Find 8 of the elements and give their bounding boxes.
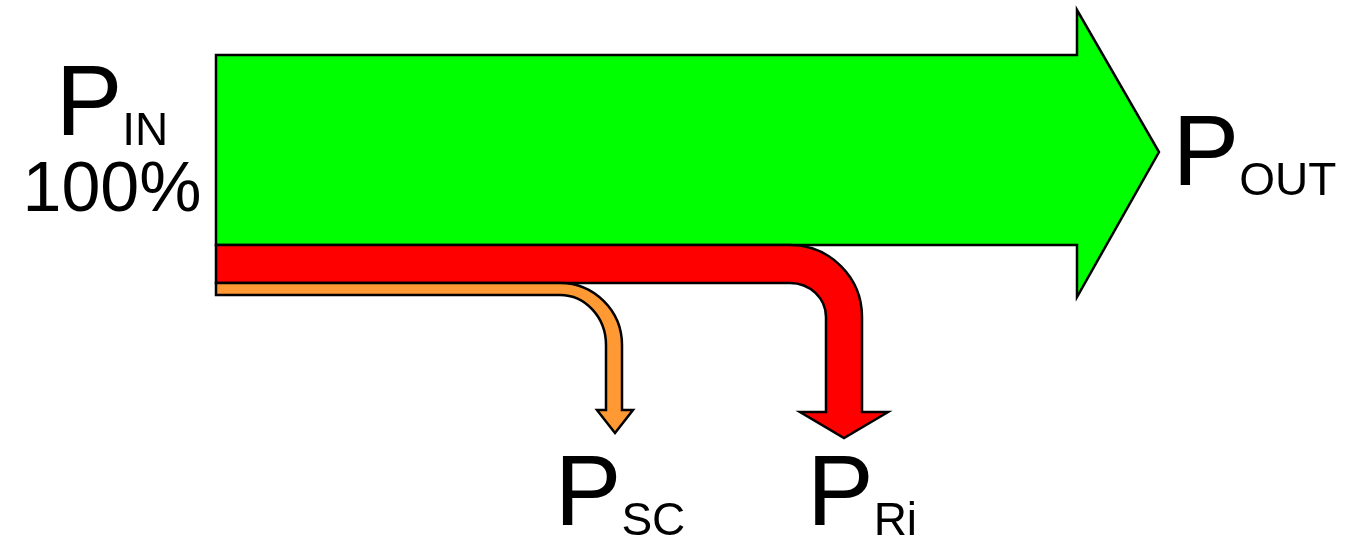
power-symbol: P$_{Ri}$ xyxy=(806,440,918,543)
power-symbol: P$_{OUT}$ xyxy=(1172,100,1337,203)
percentage-label: 100% xyxy=(22,152,202,223)
flow-arrow xyxy=(214,281,635,435)
power-symbol: P$_{SC}$ xyxy=(554,440,686,543)
power-symbol: P$_{IN}$ xyxy=(55,50,169,153)
flow-arrow xyxy=(214,243,890,440)
flow-arrow xyxy=(214,5,1161,302)
